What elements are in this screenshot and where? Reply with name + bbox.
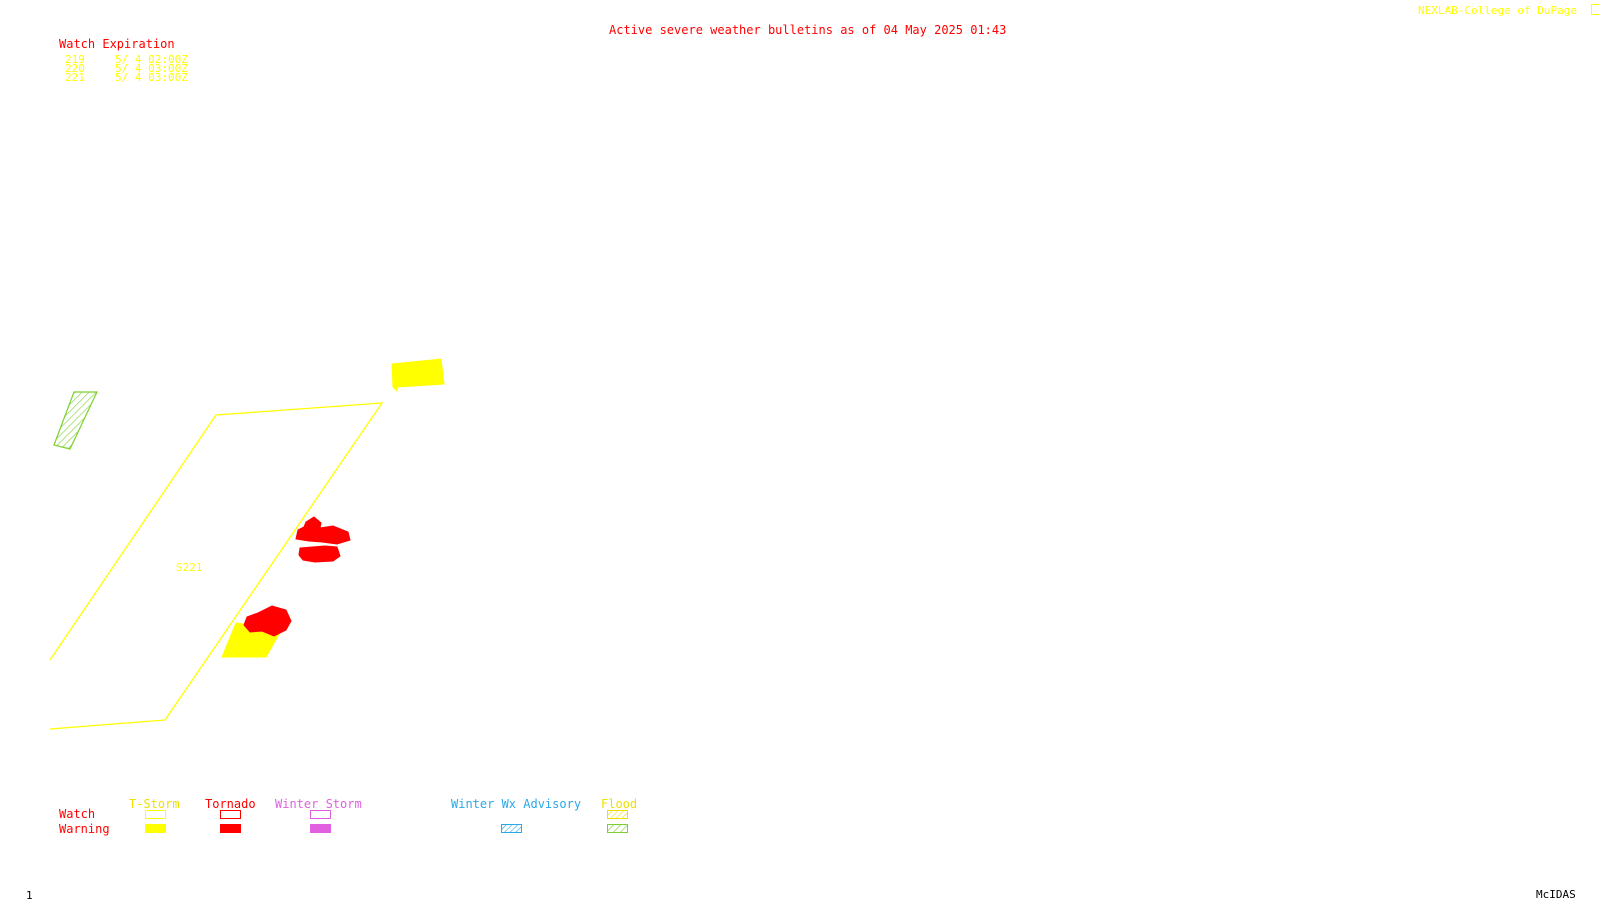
tornado-warning-polygon	[298, 545, 341, 563]
legend-flood-label: Flood	[601, 797, 638, 811]
legend-tornado-warning-swatch	[220, 824, 241, 833]
watch-label: S221	[176, 561, 203, 574]
software-label: McIDAS	[1536, 888, 1576, 901]
legend-flood-watch-swatch	[607, 810, 628, 819]
watch-expires: 5/ 4 03:00Z	[115, 71, 188, 84]
legend-winter-wx-advisory-label: Winter Wx Advisory	[451, 797, 582, 811]
legend-tstorm-warning-swatch	[145, 824, 166, 833]
legend-tornado-watch-swatch	[220, 810, 241, 819]
legend-flood-warning-swatch	[607, 824, 628, 833]
watch-expires: 5/ 4 03:00Z	[115, 62, 188, 75]
watch-expires: 5/ 4 02:00Z	[115, 53, 188, 66]
tornado-warning-polygon	[243, 605, 292, 637]
tornado-warning-polygon	[295, 516, 351, 545]
bulletin-title: Active severe weather bulletins as of 04…	[609, 23, 1007, 37]
flood-warning-polygon	[53, 391, 98, 450]
legend-warning-row-label: Warning	[59, 822, 110, 836]
legend-winter-wx-advisory-swatch	[501, 824, 522, 833]
watch-id: 221	[65, 71, 85, 84]
legend-winter-storm-warning-swatch	[310, 824, 331, 833]
legend-tornado-label: Tornado	[205, 797, 256, 811]
watch-id: 220	[65, 62, 85, 75]
tstorm-watch-outline	[49, 402, 384, 730]
logo-icon	[1591, 4, 1599, 15]
frame-number: 1	[26, 889, 33, 902]
watch-expiration-heading: Watch Expiration	[59, 37, 175, 51]
legend-winter-storm-watch-swatch	[310, 810, 331, 819]
credit-label: NEXLAB-College of DuPage	[1418, 4, 1577, 17]
legend-tstorm-label: T-Storm	[129, 797, 180, 811]
legend-watch-row-label: Watch	[59, 807, 96, 821]
legend-tstorm-watch-swatch	[145, 810, 166, 819]
legend-winter-storm-label: Winter Storm	[275, 797, 362, 811]
tstorm-warning-polygon	[391, 358, 445, 393]
watch-id: 219	[65, 53, 85, 66]
